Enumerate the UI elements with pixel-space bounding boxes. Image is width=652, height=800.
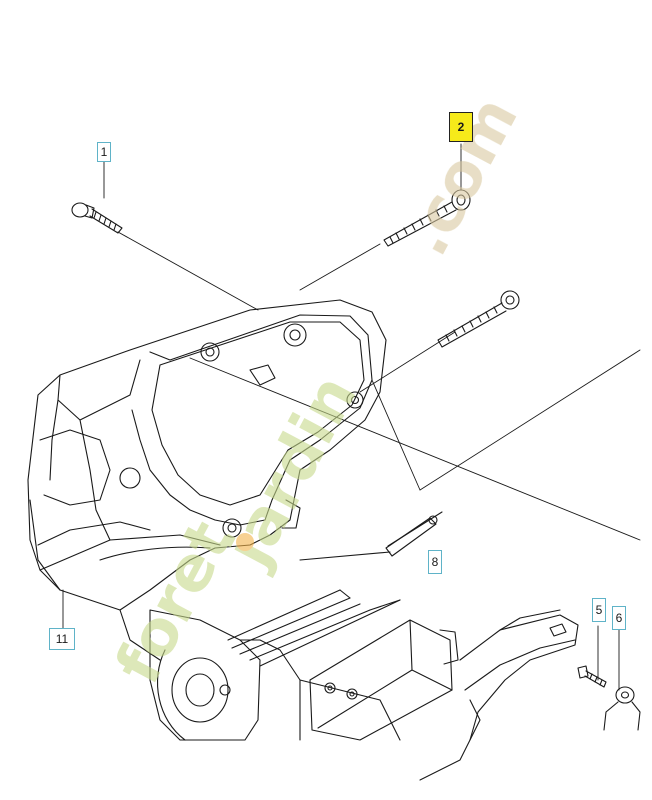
pin-part-8	[387, 511, 443, 547]
site-watermark: foret jardin .com	[101, 85, 532, 695]
callout-5: 5	[592, 598, 606, 622]
screw-part-1	[71, 202, 123, 234]
box-component	[309, 619, 459, 741]
screw-part-5	[577, 665, 607, 688]
callout-6: 6	[612, 606, 626, 630]
screw-part-3	[437, 290, 520, 348]
watermark-part-2: jardin	[209, 363, 370, 580]
screw-part-2	[383, 189, 471, 247]
lower-mechanism	[149, 515, 438, 741]
callout-8: 8	[428, 550, 442, 574]
handle-component	[419, 609, 579, 781]
watermark-dot	[236, 533, 254, 551]
callout-11: 11	[49, 628, 75, 650]
washer-part-6	[603, 686, 641, 731]
callout-1: 1	[97, 142, 111, 162]
housing-body	[27, 299, 387, 661]
callout-2: 2	[449, 112, 473, 142]
